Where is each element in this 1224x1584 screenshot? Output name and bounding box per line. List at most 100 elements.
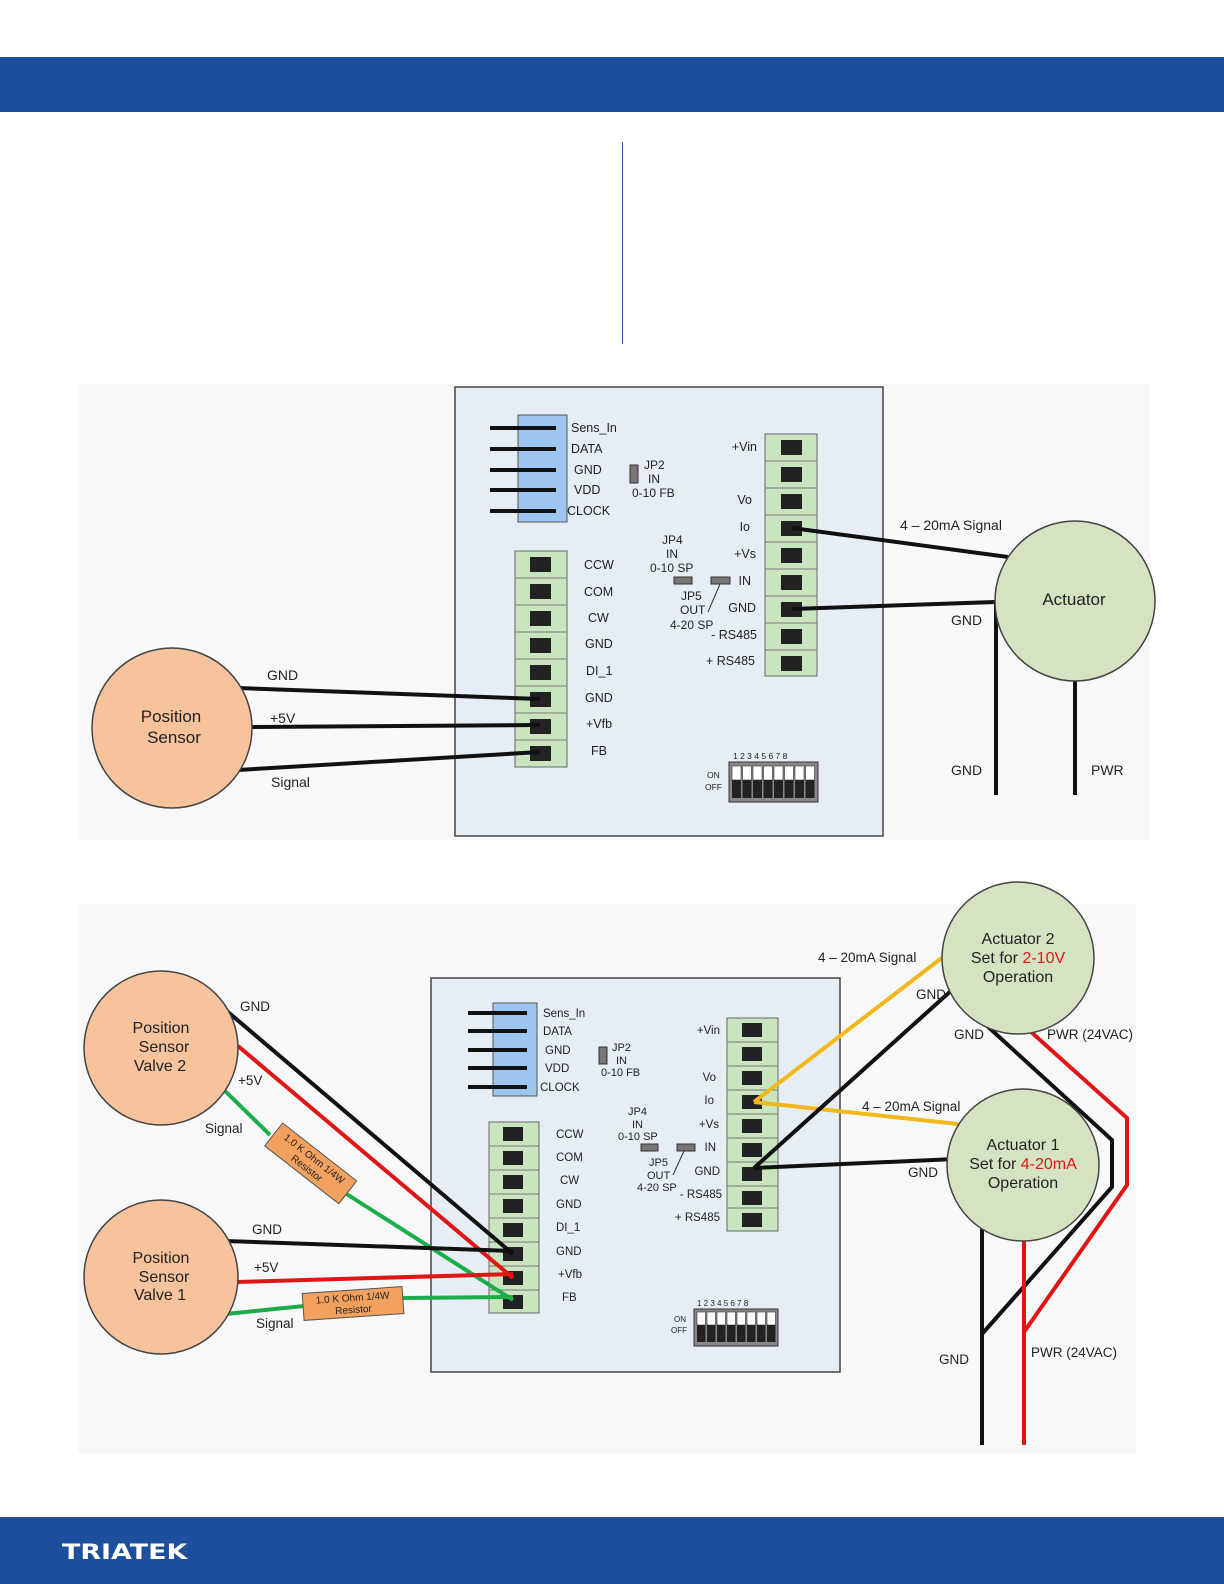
pin-label: CLOCK bbox=[540, 1082, 580, 1094]
svg-text:Actuator 1: Actuator 1 bbox=[987, 1137, 1060, 1154]
svg-text:4-20 SP: 4-20 SP bbox=[637, 1182, 677, 1194]
svg-text:0-10 FB: 0-10 FB bbox=[601, 1067, 640, 1079]
svg-text:GND: GND bbox=[908, 1165, 938, 1180]
terminal-label: CW bbox=[560, 1175, 579, 1187]
wire-label: Signal bbox=[271, 774, 310, 790]
svg-text:Actuator: Actuator bbox=[1042, 590, 1106, 609]
actuator bbox=[994, 520, 1156, 682]
svg-text:Sensor: Sensor bbox=[139, 1039, 190, 1056]
pin-label: GND bbox=[545, 1045, 571, 1057]
terminal-label: +Vfb bbox=[586, 717, 612, 731]
position-sensor bbox=[91, 647, 253, 809]
svg-text:Actuator 2: Actuator 2 bbox=[982, 931, 1055, 948]
svg-text:0-10 SP: 0-10 SP bbox=[618, 1131, 658, 1143]
wire-label: +5V bbox=[238, 1073, 262, 1088]
terminal-label: COM bbox=[556, 1152, 583, 1164]
actuator-2 bbox=[941, 881, 1095, 1035]
svg-text:Sensor: Sensor bbox=[139, 1269, 190, 1286]
svg-text:0-10 FB: 0-10 FB bbox=[632, 486, 675, 500]
footer-bar bbox=[0, 1517, 1224, 1584]
actuator-1 bbox=[946, 1088, 1100, 1242]
terminal-label: +Vin bbox=[732, 440, 757, 454]
terminal-label: DI_1 bbox=[586, 664, 612, 678]
svg-text:Valve 2: Valve 2 bbox=[134, 1058, 186, 1075]
svg-text:GND: GND bbox=[951, 762, 982, 778]
pin-label: CLOCK bbox=[567, 504, 611, 518]
terminal-label: IN bbox=[739, 574, 752, 588]
svg-text:IN: IN bbox=[648, 472, 660, 486]
jp5-label: JP5 bbox=[649, 1157, 668, 1169]
svg-text:Operation: Operation bbox=[988, 1175, 1058, 1192]
jp4-jumper bbox=[640, 1143, 659, 1152]
terminal-label: - RS485 bbox=[711, 628, 757, 642]
svg-text:ON: ON bbox=[707, 770, 720, 780]
svg-text:IN: IN bbox=[666, 547, 678, 561]
terminal-label: FB bbox=[591, 744, 607, 758]
svg-text:PWR (24VAC): PWR (24VAC) bbox=[1047, 1027, 1133, 1042]
terminal-label: +Vs bbox=[699, 1119, 719, 1131]
svg-text:GND: GND bbox=[954, 1027, 984, 1042]
terminal-label: GND bbox=[728, 601, 756, 615]
svg-text:PWR: PWR bbox=[1091, 762, 1124, 778]
terminal-label: DI_1 bbox=[556, 1222, 580, 1234]
svg-text:1.0 K Ohm 1/4W: 1.0 K Ohm 1/4W bbox=[315, 1290, 390, 1306]
svg-text:PWR (24VAC): PWR (24VAC) bbox=[1031, 1345, 1117, 1360]
signal-label: 4 – 20mA Signal bbox=[818, 950, 916, 965]
jp4-label: JP4 bbox=[662, 533, 683, 547]
pin-label: DATA bbox=[543, 1026, 572, 1038]
jp2-jumper bbox=[598, 1046, 608, 1065]
jp2-jumper bbox=[629, 464, 639, 484]
svg-text:Sensor: Sensor bbox=[147, 728, 201, 747]
jp5-jumper bbox=[710, 576, 731, 585]
terminal-label: CW bbox=[588, 611, 609, 625]
terminal-label: GND bbox=[556, 1246, 582, 1258]
terminal-label: +Vfb bbox=[558, 1269, 582, 1281]
pin-label: Sens_In bbox=[571, 421, 617, 435]
dip-switch: 1 2 3 4 5 6 7 8 ON OFF bbox=[671, 1299, 779, 1347]
svg-text:Position: Position bbox=[141, 707, 201, 726]
jp2-label: JP2 bbox=[612, 1042, 631, 1054]
pin-label: DATA bbox=[571, 442, 603, 456]
position-sensor-valve-1 bbox=[83, 1199, 239, 1355]
jp4-jumper bbox=[673, 576, 693, 585]
diagram-dual-actuator: Sens_In DATA GND VDD CLOCK JP2 IN 0-10 F… bbox=[78, 881, 1136, 1453]
wire-label: GND bbox=[267, 667, 298, 683]
terminal-label: Io bbox=[704, 1095, 714, 1107]
right-terminal-block bbox=[764, 433, 818, 677]
terminal-label: COM bbox=[584, 585, 613, 599]
svg-text:Set for 2-10V: Set for 2-10V bbox=[971, 950, 1066, 967]
svg-text:Operation: Operation bbox=[983, 969, 1053, 986]
terminal-label: FB bbox=[562, 1292, 577, 1304]
terminal-label: + RS485 bbox=[675, 1212, 720, 1224]
right-terminal-block bbox=[726, 1017, 779, 1232]
svg-text:Resistor: Resistor bbox=[335, 1304, 373, 1318]
terminal-label: GND bbox=[556, 1199, 582, 1211]
wire-label: Signal bbox=[256, 1316, 294, 1331]
terminal-label: + RS485 bbox=[706, 654, 755, 668]
wire-label: GND bbox=[240, 999, 270, 1014]
jp5-label: JP5 bbox=[681, 589, 702, 603]
jp4-label: JP4 bbox=[628, 1106, 647, 1118]
svg-text:GND: GND bbox=[916, 987, 946, 1002]
svg-text:4-20 SP: 4-20 SP bbox=[670, 618, 713, 632]
triatek-logo: TRIATEK bbox=[62, 1540, 188, 1564]
svg-text:ON: ON bbox=[674, 1315, 686, 1324]
terminal-label: CCW bbox=[584, 558, 614, 572]
terminal-label: GND bbox=[585, 691, 613, 705]
wire-label: GND bbox=[252, 1222, 282, 1237]
wire-label: +5V bbox=[270, 710, 296, 726]
terminal-label: IN bbox=[705, 1142, 717, 1154]
pin-label: VDD bbox=[574, 483, 600, 497]
jp5-jumper bbox=[676, 1143, 696, 1152]
svg-text:Position: Position bbox=[133, 1250, 190, 1267]
pin-label: Sens_In bbox=[543, 1008, 585, 1020]
svg-text:1 2 3 4 5 6 7 8: 1 2 3 4 5 6 7 8 bbox=[733, 751, 788, 761]
terminal-label: Vo bbox=[737, 493, 752, 507]
wire-label: Signal bbox=[205, 1121, 243, 1136]
jp2-label: JP2 bbox=[644, 458, 665, 472]
svg-text:1 2 3 4 5 6 7 8: 1 2 3 4 5 6 7 8 bbox=[697, 1299, 749, 1308]
terminal-label: CCW bbox=[556, 1129, 584, 1141]
left-terminal-block bbox=[514, 550, 568, 768]
diagram-single-actuator: Sens_In DATA GND VDD CLOCK JP2 IN 0-10 F… bbox=[78, 384, 1156, 840]
